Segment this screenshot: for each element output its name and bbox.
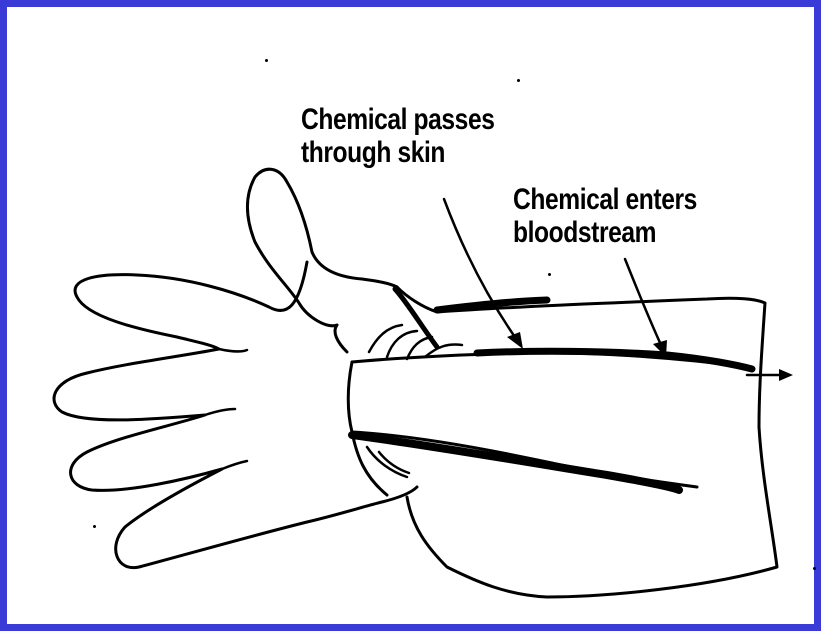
scan-speck [517, 79, 520, 82]
skin-arrow [444, 199, 523, 349]
bloodstream-arrow [625, 259, 667, 357]
finger-lines [205, 349, 247, 469]
hand-illustration [7, 7, 821, 638]
scan-speck [548, 273, 551, 276]
label-chemical-enters-bloodstream: Chemical enters bloodstream [513, 183, 697, 249]
label-blood-line1: Chemical enters [513, 183, 697, 216]
label-skin-line1: Chemical passes [301, 103, 495, 136]
vein-wrist [395, 289, 437, 347]
label-blood-line2: bloodstream [513, 216, 697, 249]
label-chemical-passes-through-skin: Chemical passes through skin [301, 103, 495, 169]
vein-lower [352, 435, 679, 490]
hand-outline [54, 169, 417, 567]
scan-speck [813, 567, 816, 570]
skin-layer-lines [367, 325, 462, 477]
vein-middle [477, 351, 752, 369]
scan-speck [93, 525, 96, 528]
label-skin-line2: through skin [301, 136, 495, 169]
scan-speck [265, 59, 268, 62]
